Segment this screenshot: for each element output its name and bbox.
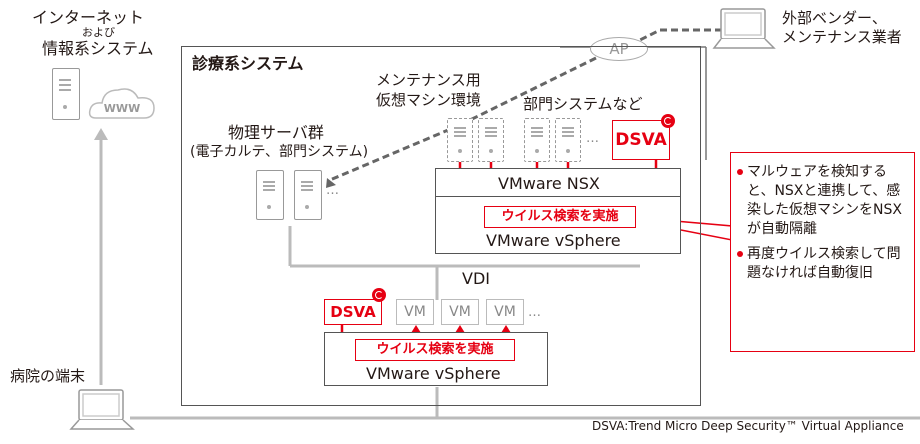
physical-servers-label: 物理サーバ群 [228, 123, 324, 142]
ellipsis: … [586, 131, 600, 146]
internet-server-icon [52, 68, 80, 120]
vdi-vsphere-label: VMware vSphere [366, 364, 501, 383]
hospital-laptop-icon [69, 389, 135, 430]
www-label: WWW [104, 102, 140, 115]
trend-micro-logo-icon [372, 288, 386, 302]
virus-scan-label: ウイルス検索を実施 [484, 206, 636, 228]
vendor-label-line2: メンテナンス業者 [782, 28, 902, 46]
clinical-system-box [181, 46, 701, 406]
internet-and: および [82, 26, 115, 39]
ellipsis: … [326, 183, 340, 198]
vdi-dsva-label: DSVA [330, 303, 376, 321]
callout-box: マルウェアを検知すると、NSXと連携して、感染した仮想マシンをNSXが自動隔離 … [730, 152, 915, 352]
maintenance-vm-label-line2: 仮想マシン環境 [376, 91, 482, 109]
ellipsis: … [528, 305, 542, 320]
bullet-icon [737, 251, 743, 257]
internet-title: インターネット [32, 8, 145, 27]
hospital-terminal-label: 病院の端末 [10, 367, 86, 385]
vendor-laptop-icon [712, 8, 776, 49]
vendor-access-dashed-line [639, 28, 722, 42]
info-system-title: 情報系システム [42, 39, 154, 58]
maintenance-vm-icon [447, 118, 473, 162]
department-vm-icon [555, 118, 581, 162]
physical-servers-sublabel: (電子カルテ、部門システム) [190, 144, 369, 160]
bullet-icon [737, 169, 743, 175]
footnote: DSVA:Trend Micro Deep Security™ Virtual … [592, 419, 904, 433]
callout-item: 再度ウイルス検索して問題なければ自動復旧 [737, 245, 904, 283]
dsva-box: DSVA [612, 120, 670, 160]
vmware-nsx-label: VMware NSX [498, 174, 600, 193]
vmware-nsx-box [435, 168, 681, 198]
department-systems-label: 部門システムなど [523, 95, 643, 113]
vm-box: VM [396, 299, 434, 325]
ap-label: AP [609, 40, 629, 58]
physical-server-icon [294, 170, 322, 220]
vdi-virus-scan-label: ウイルス検索を実施 [355, 339, 515, 361]
maintenance-vm-label-line1: メンテナンス用 [376, 71, 481, 89]
maintenance-vm-icon [478, 118, 504, 162]
clinical-system-title: 診療系システム [192, 54, 304, 73]
department-vm-icon [524, 118, 550, 162]
vm-box: VM [486, 299, 524, 325]
physical-server-icon [256, 170, 284, 220]
trend-micro-logo-icon [661, 114, 675, 128]
vendor-label-line1: 外部ベンダー、 [782, 9, 887, 27]
vm-box: VM [441, 299, 479, 325]
callout-item: マルウェアを検知すると、NSXと連携して、感染した仮想マシンをNSXが自動隔離 [737, 163, 904, 239]
www-cloud-icon: WWW [88, 88, 155, 119]
access-point: AP [590, 37, 648, 61]
vdi-dsva-box: DSVA [324, 299, 382, 325]
dsva-label: DSVA [615, 130, 667, 150]
vdi-label: VDI [462, 269, 490, 288]
up-arrow-icon [94, 128, 108, 140]
vmware-vsphere-label: VMware vSphere [486, 231, 621, 250]
